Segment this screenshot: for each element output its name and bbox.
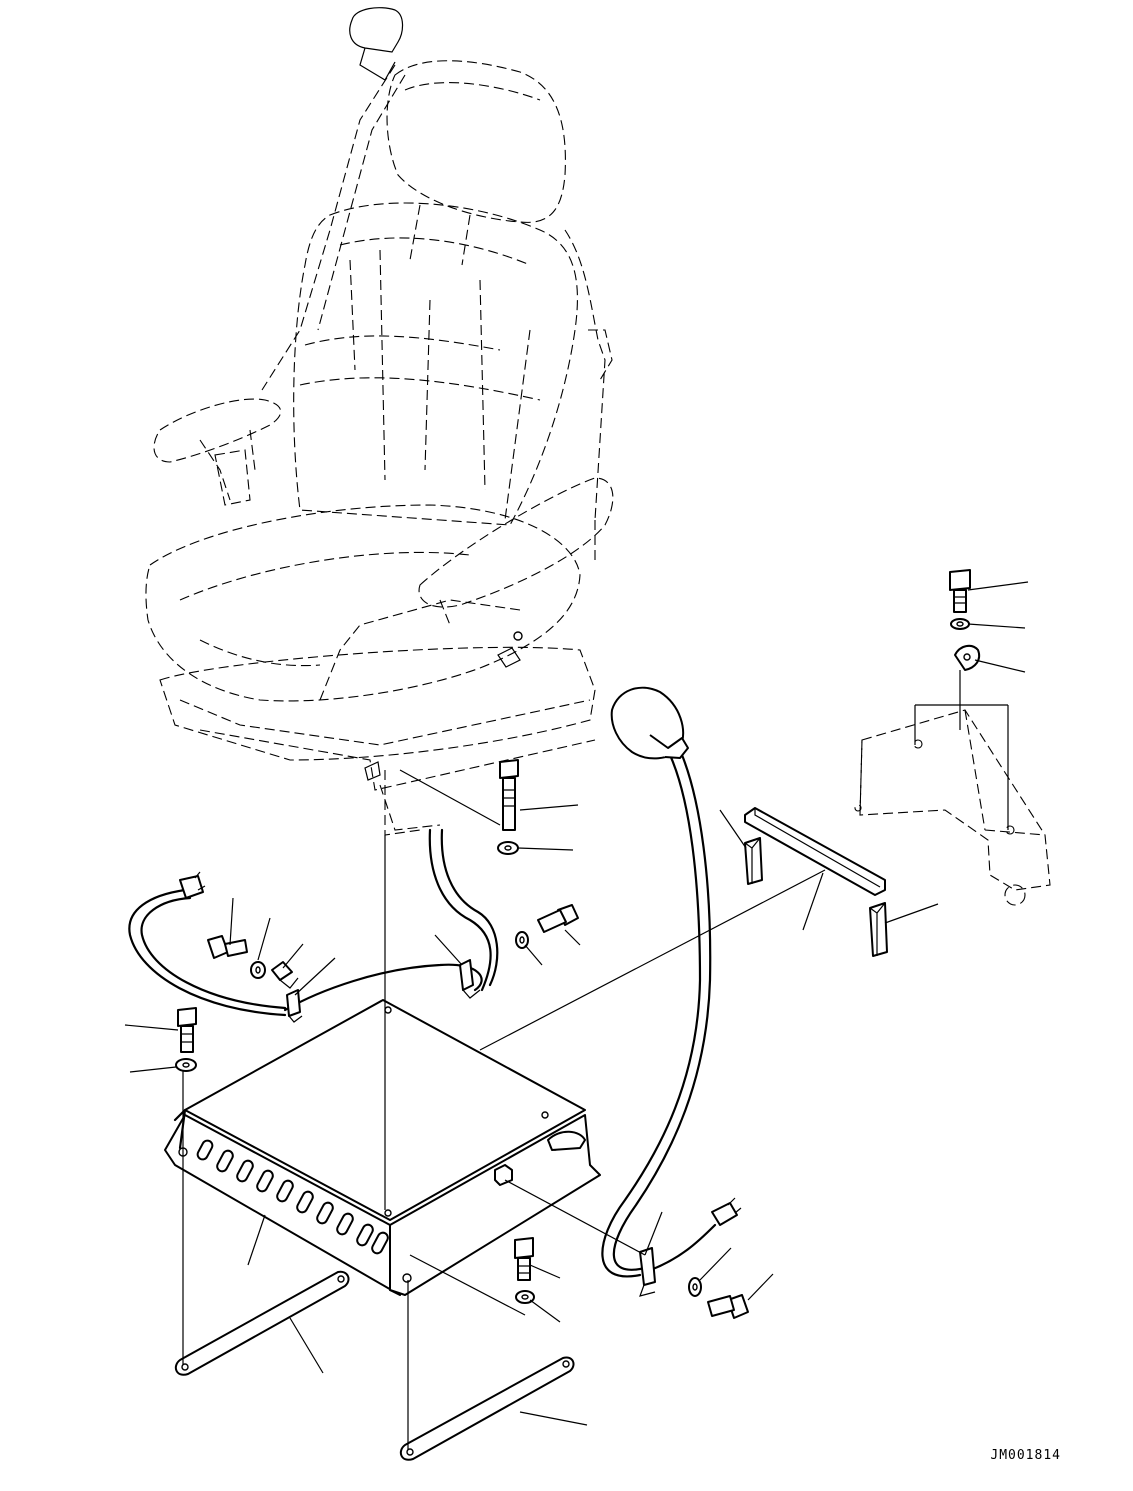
vent-slots [196,1139,389,1255]
drawing-code: JM001814 [990,1448,1061,1463]
hold-down-straps [174,1270,575,1461]
leader-lines [124,581,1029,1426]
operator-seat [145,7,614,836]
harness-clamps [271,644,981,1023]
spacer-bars [744,807,888,957]
wiring-harness [128,686,742,1297]
seat-console-box [164,999,601,1296]
assembly-lines [182,670,1009,1450]
seat-base-fittings [364,631,523,781]
mounting-bracket [854,709,1051,906]
fasteners [175,569,971,1319]
